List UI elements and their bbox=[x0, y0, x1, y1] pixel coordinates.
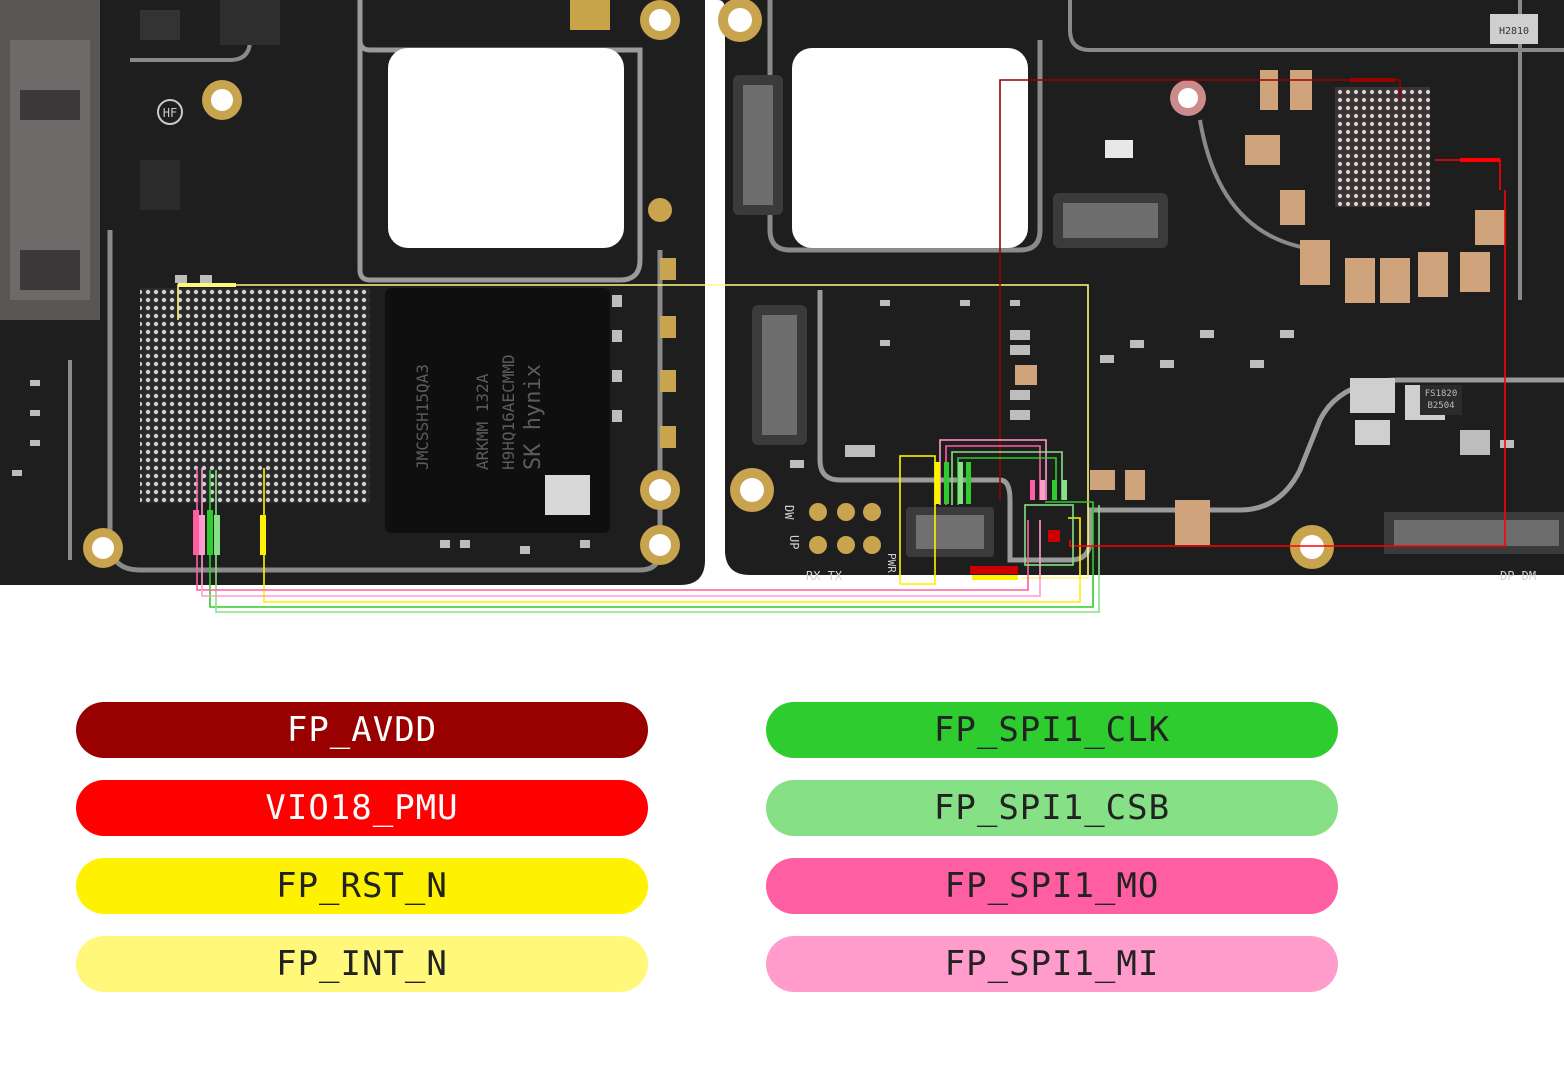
trace-fp-int-n bbox=[177, 284, 1089, 579]
silk-b2504: B2504 bbox=[1427, 401, 1454, 411]
legend-fp-avdd: FP_AVDD bbox=[76, 702, 648, 758]
pmu-bga-pads bbox=[1335, 87, 1430, 207]
legend-fp-spi1-mi: FP_SPI1_MI bbox=[766, 936, 1338, 992]
trace-fp-spi1-clk bbox=[209, 470, 1094, 608]
soc-bga-pads bbox=[140, 288, 370, 503]
legend-fp-int-n: FP_INT_N bbox=[76, 936, 648, 992]
legend-vio18-pmu: VIO18_PMU bbox=[76, 780, 648, 836]
trace-vio18-pmu bbox=[1069, 190, 1506, 547]
ram-chip bbox=[385, 288, 610, 533]
legend-label: FP_SPI1_MI bbox=[944, 944, 1160, 984]
silk-rx-tx: RX TX bbox=[806, 569, 843, 583]
board-cutout-right bbox=[792, 48, 1028, 248]
pcb-board-image: HF SK hynix H9HQ16AECMMD ARKMM 132A JMCS… bbox=[0, 0, 1564, 613]
legend-label: FP_SPI1_CSB bbox=[933, 788, 1171, 828]
silk-hf: HF bbox=[163, 106, 177, 120]
ram-line-4: JMCSSH15QA3 bbox=[413, 364, 432, 470]
trace-pad-highlights bbox=[193, 78, 1500, 580]
legend-label: FP_SPI1_CLK bbox=[933, 710, 1171, 750]
left-board-half: HF SK hynix H9HQ16AECMMD ARKMM 132A JMCS… bbox=[0, 0, 705, 585]
ram-line-1: SK hynix bbox=[521, 364, 546, 470]
legend-label: FP_INT_N bbox=[276, 944, 448, 984]
trace-fp-rst-n bbox=[263, 468, 1081, 603]
silk-fs1820: FS1820 bbox=[1425, 389, 1458, 399]
silk-dw: DW bbox=[782, 505, 796, 520]
legend-fp-spi1-clk: FP_SPI1_CLK bbox=[766, 702, 1338, 758]
net-traces bbox=[177, 79, 1506, 613]
legend-fp-rst-n: FP_RST_N bbox=[76, 858, 648, 914]
board-cutout-left bbox=[388, 48, 624, 248]
legend-label: FP_SPI1_MO bbox=[944, 866, 1160, 906]
silk-up: UP bbox=[787, 535, 801, 549]
silk-pwr: PWR bbox=[885, 553, 898, 573]
silk-dp-dm: DP DM bbox=[1500, 569, 1536, 583]
legend-fp-spi1-mo: FP_SPI1_MO bbox=[766, 858, 1338, 914]
legend-label: VIO18_PMU bbox=[265, 788, 459, 828]
silk-h2810: H2810 bbox=[1499, 26, 1529, 37]
legend-label: FP_RST_N bbox=[276, 866, 448, 906]
right-board-half: H2810 FS1820 B2504 DW UP RX TX PWR DP DM bbox=[718, 0, 1564, 583]
ram-line-3: ARKMM 132A bbox=[473, 373, 492, 470]
legend-label: FP_AVDD bbox=[286, 710, 438, 750]
trace-fp-avdd bbox=[999, 79, 1401, 500]
ram-line-2: H9HQ16AECMMD bbox=[499, 354, 518, 470]
legend-fp-spi1-csb: FP_SPI1_CSB bbox=[766, 780, 1338, 836]
